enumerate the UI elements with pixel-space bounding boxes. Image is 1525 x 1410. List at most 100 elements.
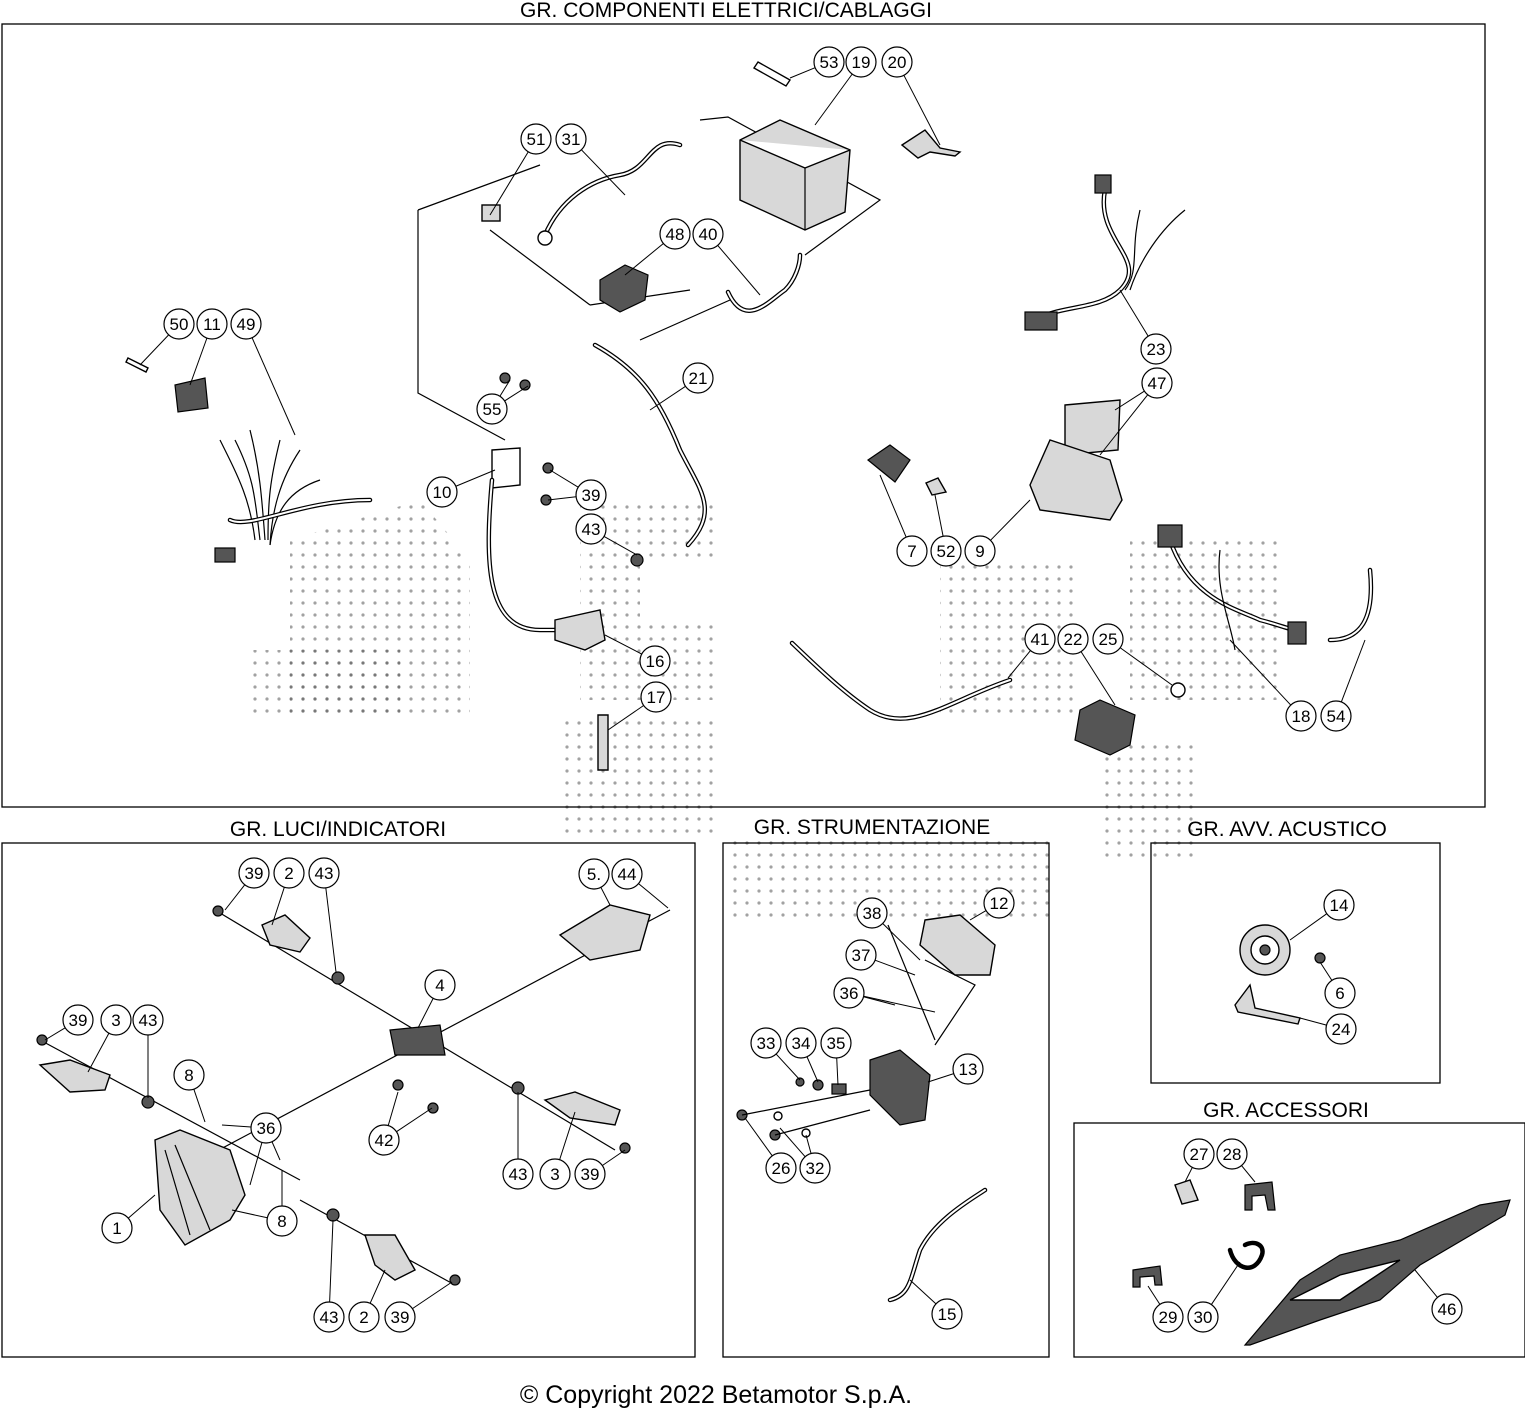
leader-line	[139, 334, 170, 366]
callout-circle	[266, 1205, 298, 1237]
callout-cablaggi-0: 53	[789, 46, 845, 79]
callout-circle	[964, 535, 996, 567]
leader-line	[836, 1057, 839, 1086]
callout-number: 19	[852, 53, 871, 72]
callout-cablaggi-5: 48	[624, 218, 691, 276]
callout-circle	[163, 308, 195, 340]
parts-strumentazione	[736, 914, 996, 1303]
callout-cablaggi-13: 39	[547, 469, 607, 511]
callout-luci-17: 43	[313, 1219, 345, 1333]
copyright-notice: © Copyright 2022 Betamotor S.p.A.	[520, 1381, 912, 1409]
callout-circle	[930, 535, 962, 567]
callout-number: 29	[1159, 1308, 1178, 1327]
callout-number: 39	[69, 1011, 88, 1030]
callout-number: 2	[284, 864, 293, 883]
callout-circle	[574, 1158, 606, 1190]
callout-accessori-1: 28	[1216, 1138, 1256, 1183]
callout-cablaggi-1: 19	[814, 46, 877, 126]
callout-circle	[639, 645, 671, 677]
callout-number: 31	[562, 130, 581, 149]
callout-circle	[820, 1027, 852, 1059]
callout-circle	[1092, 623, 1124, 655]
callout-luci-10: 36	[221, 1112, 282, 1186]
callout-cablaggi-15: 16	[604, 634, 671, 677]
callout-number: 51	[527, 130, 546, 149]
callout-luci-8: 43	[132, 1004, 164, 1098]
callout-number: 6	[1335, 984, 1344, 1003]
panel-title-accessori: GR. ACCESSORI	[1203, 1099, 1369, 1122]
callout-luci-12: 43	[502, 1092, 534, 1190]
leader-line	[717, 245, 761, 296]
leader-line	[499, 379, 511, 397]
callout-number: 39	[582, 486, 601, 505]
callout-number: 47	[1148, 374, 1167, 393]
panel-title-cablaggi: GR. COMPONENTI ELETTRICI/CABLAGGI	[520, 0, 932, 22]
callout-circle	[384, 1301, 416, 1333]
callout-number: 39	[245, 864, 264, 883]
callout-strumentazione-10: 15	[909, 1279, 963, 1330]
callout-strumentazione-3: 36	[833, 977, 936, 1013]
headlight	[154, 1129, 246, 1246]
callout-number: 41	[1031, 630, 1050, 649]
callout-cablaggi-16: 17	[607, 681, 672, 731]
callout-accessori-2: 29	[1147, 1285, 1184, 1333]
callout-number: 44	[618, 865, 637, 884]
leader-line	[87, 1032, 110, 1073]
parts-acustico	[1234, 924, 1326, 1025]
callout-luci-2: 43	[308, 857, 340, 973]
leader-line	[863, 996, 896, 1006]
leader-line	[1210, 1261, 1241, 1305]
callout-circle	[273, 857, 305, 889]
callout-number: 8	[184, 1066, 193, 1085]
leader-line	[504, 385, 529, 402]
leader-line	[604, 634, 642, 655]
callout-circle	[1152, 1301, 1184, 1333]
callout-circle	[845, 939, 877, 971]
callout-cablaggi-24: 25	[1092, 623, 1173, 686]
callout-circle	[426, 476, 458, 508]
leader-line	[271, 887, 285, 926]
leader-line	[231, 1209, 268, 1219]
callout-cablaggi-25: 18	[1229, 639, 1317, 732]
callout-luci-16: 8	[231, 1170, 298, 1237]
callout-accessori-3: 30	[1187, 1261, 1241, 1333]
callout-number: 37	[852, 946, 871, 965]
callout-circle	[765, 1152, 797, 1184]
callout-circle	[1323, 889, 1355, 921]
callout-circle	[1325, 1013, 1357, 1045]
leader-line	[221, 1124, 252, 1128]
leader-line	[1119, 647, 1173, 686]
panel-cablaggi-frame	[1, 23, 1486, 808]
callout-luci-5: 4	[417, 969, 456, 1029]
callout-circle	[476, 393, 508, 425]
callout-circle	[196, 308, 228, 340]
callout-number: 5.	[587, 865, 601, 884]
callout-cablaggi-3: 51	[489, 123, 552, 216]
callout-circle	[313, 1301, 345, 1333]
callout-number: 36	[840, 984, 859, 1003]
callout-circle	[813, 46, 845, 78]
leader-line	[325, 887, 337, 973]
callout-number: 7	[907, 542, 916, 561]
leader-line	[789, 67, 816, 79]
callout-number: 9	[975, 542, 984, 561]
callout-circle	[1216, 1138, 1248, 1170]
callout-circle	[238, 857, 270, 889]
leader-line	[1184, 1167, 1193, 1183]
leader-line	[744, 1117, 773, 1157]
callout-cablaggi-14: 43	[575, 513, 638, 556]
callout-strumentazione-4: 33	[750, 1027, 801, 1081]
callout-number: 36	[257, 1119, 276, 1138]
leader-line	[127, 1194, 156, 1219]
leader-line	[547, 496, 577, 501]
callout-circle	[1024, 623, 1056, 655]
callout-circle	[682, 362, 714, 394]
callout-luci-9: 8	[173, 1059, 206, 1123]
callout-number: 27	[1190, 1145, 1209, 1164]
leader-line	[624, 243, 664, 276]
leader-line	[990, 499, 1031, 541]
callout-cablaggi-7: 50	[139, 308, 195, 366]
callout-cablaggi-26: 54	[1320, 639, 1366, 732]
leader-line	[1299, 1017, 1327, 1026]
callout-number: 12	[990, 894, 1009, 913]
